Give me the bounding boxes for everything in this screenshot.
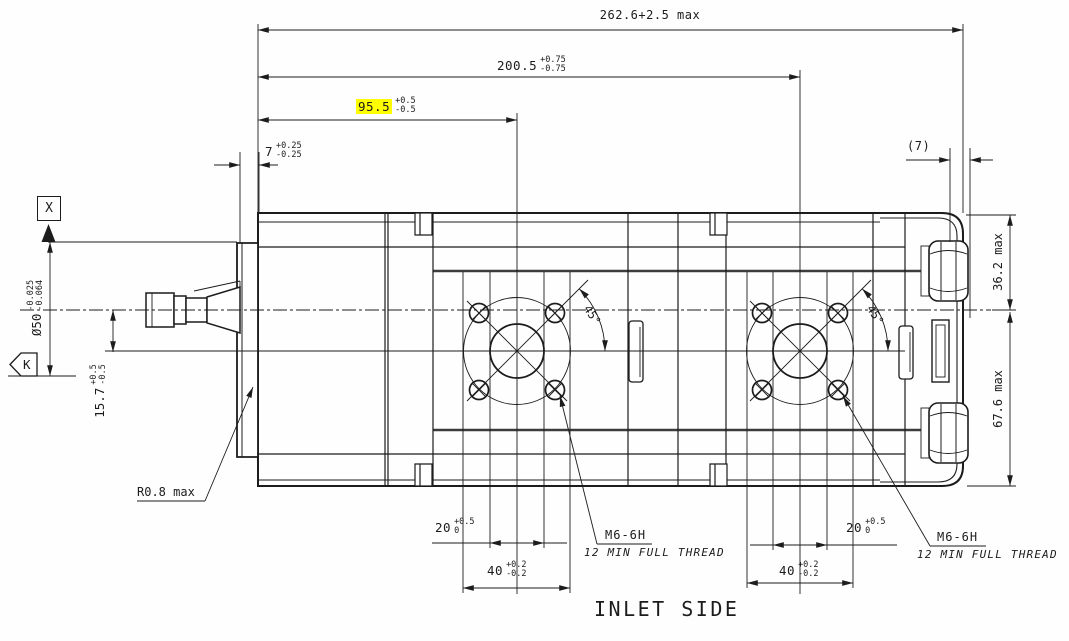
body-outline [257, 212, 964, 487]
datum-k-label: K [23, 357, 31, 372]
side-port-bosses [628, 319, 950, 383]
hex-nut-bottom [920, 402, 969, 464]
centerlines [20, 70, 991, 594]
dim-axis-offset: 15.7 +0.5 -0.5 [89, 364, 108, 418]
rear-thread-callout-note: 12 MIN FULL THREAD [917, 548, 1058, 561]
mounting-flange [236, 242, 259, 458]
dim-height-below-axis: 67.6 max [991, 370, 1005, 428]
highlighted-value: 95.5 [356, 98, 393, 114]
datum-x-symbol: X [37, 196, 61, 221]
dim-height-above-axis: 36.2 max [991, 233, 1005, 291]
dimension-lines [8, 24, 1016, 591]
drive-shaft [145, 280, 241, 335]
front-port-boss-lines [462, 272, 571, 593]
dim-rear-port-bolt-span: 40 +0.2 -0.2 [779, 560, 819, 579]
front-thread-callout-note: 12 MIN FULL THREAD [584, 546, 725, 559]
dim-pilot-diameter: Ø50 -0.025 -0.064 [26, 279, 45, 337]
shaft-keyway-line [193, 280, 241, 292]
rear-thread-callout-size: M6-6H [937, 530, 979, 544]
front-thread-leader [559, 395, 598, 545]
dim-overall-length: 262.6+2.5 max [599, 8, 701, 22]
shaft-step [173, 295, 187, 325]
rear-port-boss-lines [746, 272, 854, 588]
front-thread-callout-size: M6-6H [605, 528, 647, 542]
dim-front-port-bolt-span: 40 +0.2 -0.2 [487, 560, 527, 579]
hex-nut-top [920, 240, 969, 302]
dim-rear-port-width: 20 +0.5 0 [846, 517, 886, 536]
joint-tabs [414, 212, 728, 487]
end-cover-inner-line [880, 217, 958, 483]
dim-rear-reference: (7) [907, 139, 931, 153]
rear-angle-arc [861, 288, 891, 352]
dim-front-port-width: 20 +0.5 0 [435, 517, 475, 536]
dim-fillet-radius: R0.8 max [137, 485, 195, 499]
front-bolt-holes [468, 302, 566, 401]
datum-x-triangle [41, 224, 56, 242]
dim-length-to-rear-port: 200.5 +0.75 -0.75 [497, 55, 566, 74]
machined-band-edges [433, 269, 930, 432]
datum-k-flag [9, 352, 38, 377]
dim-flange-thickness: 7 +0.25 -0.25 [265, 141, 302, 160]
view-title: INLET SIDE [594, 597, 740, 621]
dim-length-to-front-port: 95.5 +0.5 -0.5 [356, 96, 416, 115]
fillet-leader [137, 387, 253, 502]
rear-thread-leader [842, 395, 931, 547]
rear-bolt-holes [751, 302, 849, 401]
pump-body [257, 212, 964, 487]
front-angle-arc [578, 288, 608, 352]
